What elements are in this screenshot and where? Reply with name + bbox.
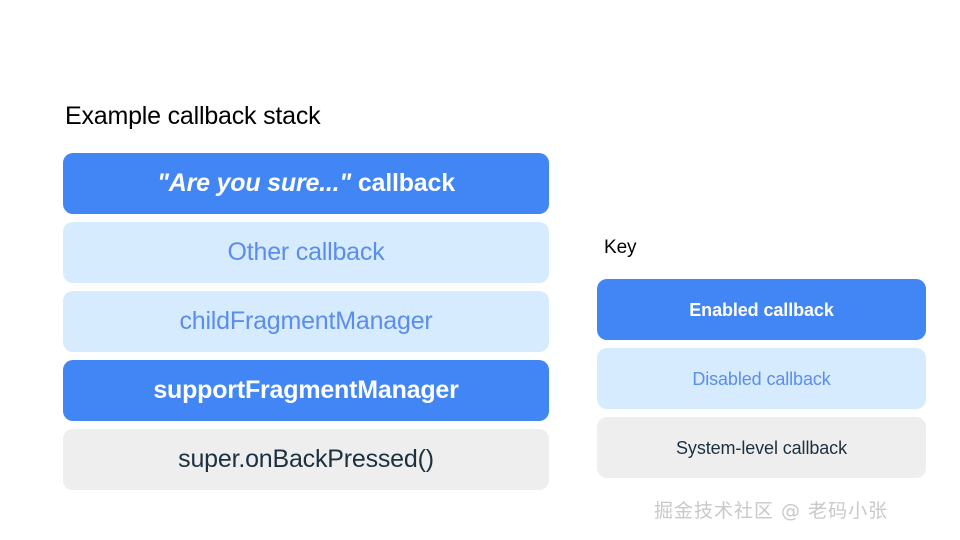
stack-item-label: supportFragmentManager [153,376,459,404]
stack-item-support-fragment-manager[interactable]: supportFragmentManager [63,360,549,421]
stack-item-label: "Are you sure..." callback [157,171,455,196]
stack-item-label: Other callback [227,238,385,266]
key-item-system-level-callback[interactable]: System-level callback [597,417,926,478]
key-item-disabled-callback[interactable]: Disabled callback [597,348,926,409]
key-item-enabled-callback[interactable]: Enabled callback [597,279,926,340]
callback-stack-section: Example callback stack "Are you sure..."… [63,100,549,490]
stack-item-child-fragment-manager[interactable]: childFragmentManager [63,291,549,352]
stack-item-plain-fragment: callback [351,169,455,197]
key-title: Key [604,237,637,258]
stack-item-are-you-sure[interactable]: "Are you sure..." callback [63,153,549,214]
key-item-label: Disabled callback [692,368,831,389]
stack-item-other-callback[interactable]: Other callback [63,222,549,283]
stack-item-label: childFragmentManager [179,307,433,335]
key-item-label: Enabled callback [689,299,834,320]
stack-item-quoted-fragment: "Are you sure..." [157,169,352,197]
page-title: Example callback stack [65,102,321,130]
stack-item-label: super.onBackPressed() [178,445,434,473]
key-legend-list: Enabled callback Disabled callback Syste… [597,279,926,478]
callback-stack-list: "Are you sure..." callback Other callbac… [63,153,549,490]
stack-item-super-on-back-pressed[interactable]: super.onBackPressed() [63,429,549,490]
watermark: 掘金技术社区 @ 老码小张 [654,500,889,522]
key-legend-section: Key Enabled callback Disabled callback S… [597,236,926,478]
key-item-label: System-level callback [676,437,847,458]
